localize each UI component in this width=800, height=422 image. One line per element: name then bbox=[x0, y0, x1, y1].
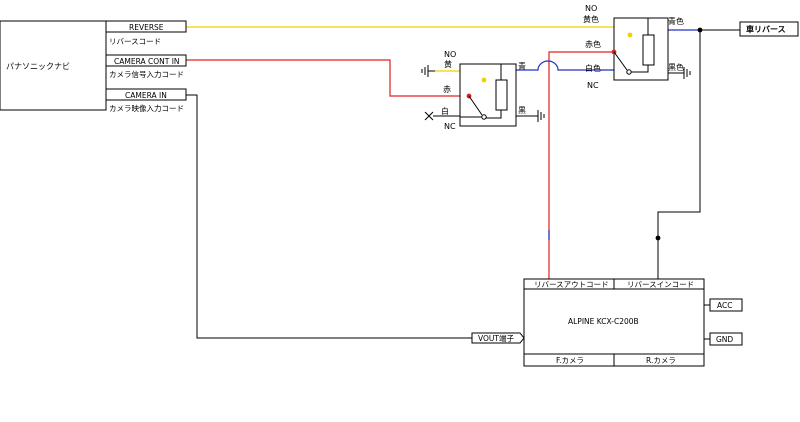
svg-text:赤色: 赤色 bbox=[585, 39, 601, 49]
alpine-box bbox=[523, 278, 705, 367]
junction-dot bbox=[697, 27, 703, 33]
relay-1-yellow-ground-icon bbox=[421, 65, 429, 77]
panasonic-navi: パナソニックナビ REVERSE リバースコード CAMERA CONT IN … bbox=[0, 20, 187, 113]
relay-1-coil bbox=[495, 79, 508, 111]
red-wire-camera-cont bbox=[186, 59, 466, 97]
svg-text:青: 青 bbox=[518, 61, 526, 71]
relay-1-ground-icon bbox=[537, 110, 545, 122]
relay-2-ground-icon bbox=[683, 67, 691, 79]
vout-connector bbox=[471, 332, 525, 344]
port-camera-cont bbox=[105, 54, 187, 67]
port-reverse-name: REVERSE bbox=[129, 23, 164, 32]
relay-2-no-dot bbox=[627, 32, 633, 38]
navi-label: パナソニックナビ bbox=[6, 62, 70, 71]
acc-terminal bbox=[709, 298, 743, 312]
relay-2-coil bbox=[642, 34, 655, 66]
blue-wire-relay1-to-relay2 bbox=[516, 60, 614, 71]
alpine-reverse-out-label: リバースアウトコード bbox=[534, 280, 609, 289]
relay-1-nc-unused-icon bbox=[424, 111, 460, 121]
navi-box bbox=[0, 20, 107, 111]
car-reverse: 車リバース bbox=[739, 21, 799, 37]
svg-text:NC: NC bbox=[587, 81, 599, 90]
svg-text:NO: NO bbox=[585, 4, 597, 13]
relay-1: NO 黄 赤 白 NC 青 黒 bbox=[421, 50, 545, 131]
svg-text:黒色: 黒色 bbox=[668, 62, 684, 72]
black-wire-camera-in bbox=[186, 94, 472, 339]
relay-2-nc-contact bbox=[626, 69, 632, 75]
port-camera-cont-name: CAMERA CONT IN bbox=[114, 57, 180, 66]
port-camera-in-desc: カメラ映像入力コード bbox=[109, 103, 184, 113]
relay-2-box bbox=[613, 17, 669, 81]
port-camera-in-name: CAMERA IN bbox=[125, 91, 167, 100]
port-camera-in bbox=[105, 88, 187, 101]
svg-text:NC: NC bbox=[444, 122, 456, 131]
svg-text:黄色: 黄色 bbox=[583, 14, 599, 24]
port-reverse-desc: リバースコード bbox=[109, 37, 161, 46]
svg-text:黄: 黄 bbox=[444, 59, 452, 69]
relay-1-no-dot bbox=[481, 77, 487, 83]
yellow-wire-reverse bbox=[186, 26, 631, 35]
svg-text:赤: 赤 bbox=[443, 85, 451, 94]
gnd-terminal bbox=[709, 332, 743, 346]
alpine-reverse-in-label: リバースインコード bbox=[627, 280, 694, 289]
relay-2-switch-arm bbox=[613, 51, 628, 71]
alpine-r-camera-label: R.カメラ bbox=[646, 356, 676, 365]
svg-text:黒: 黒 bbox=[518, 106, 526, 115]
svg-text:NO: NO bbox=[444, 50, 456, 59]
alpine-model: ALPINE KCX-C200B bbox=[568, 317, 639, 326]
port-reverse bbox=[105, 20, 187, 33]
vout-label: VOUT端子 bbox=[478, 333, 514, 343]
junction-dot bbox=[655, 235, 661, 241]
red-wire-reverse-out bbox=[548, 51, 614, 279]
svg-text:青色: 青色 bbox=[668, 16, 684, 26]
car-reverse-label: 車リバース bbox=[746, 24, 786, 34]
car-reverse-box bbox=[739, 21, 799, 37]
port-camera-cont-desc: カメラ信号入力コード bbox=[109, 69, 184, 79]
alpine-unit: リバースアウトコード リバースインコード ALPINE KCX-C200B F.… bbox=[471, 278, 743, 367]
black-wire-reverse-in bbox=[657, 30, 701, 279]
alpine-f-camera-label: F.カメラ bbox=[556, 356, 584, 365]
relay-1-switch-arm bbox=[468, 95, 483, 116]
svg-text:白色: 白色 bbox=[585, 63, 601, 73]
svg-text:白: 白 bbox=[441, 106, 449, 116]
relay-2: NO 黄色 赤色 白色 NC 青色 黒色 bbox=[583, 4, 691, 90]
gnd-label: GND bbox=[716, 335, 733, 344]
relay-1-nc-contact bbox=[481, 114, 487, 120]
acc-label: ACC bbox=[717, 301, 732, 310]
